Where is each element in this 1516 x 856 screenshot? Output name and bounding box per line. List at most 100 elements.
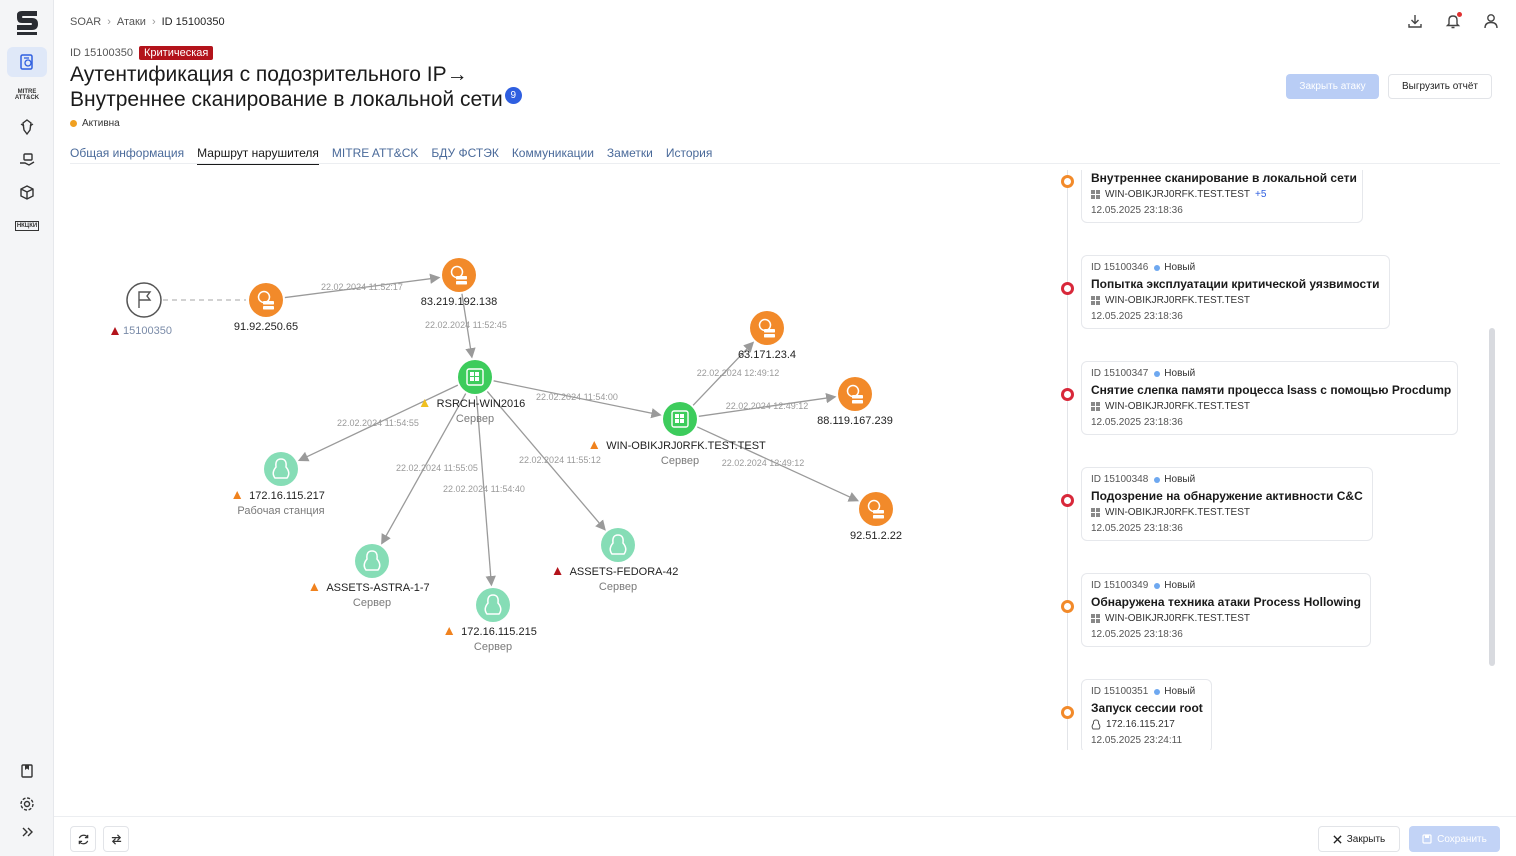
alert-date: 12.05.2025 23:18:36 — [1091, 629, 1183, 640]
alert-host-name: WIN-OBIKJRJ0RFK.TEST.TEST — [1105, 295, 1251, 306]
windows-icon-pane — [470, 372, 474, 376]
warning-icon — [420, 399, 429, 407]
graph-edge — [486, 391, 606, 531]
windows-icon — [466, 368, 484, 386]
sidebar-expand[interactable] — [7, 817, 47, 847]
windows-icon — [1091, 296, 1100, 305]
alert-card[interactable]: ID 15100349 Новый Обнаружена техника ата… — [1081, 573, 1371, 647]
tab-bdu[interactable]: БДУ ФСТЭК — [431, 146, 499, 160]
node-circle — [476, 588, 510, 622]
alert-title: Подозрение на обнаружение активности C&C — [1091, 489, 1363, 503]
edge-timestamp: 22.02.2024 11:54:40 — [443, 484, 525, 494]
timeline-scrollbar[interactable] — [1489, 328, 1495, 666]
sidebar-item-incidents[interactable] — [7, 47, 47, 77]
alert-status-text: Новый — [1164, 580, 1196, 591]
sidebar-item-assets[interactable] — [7, 145, 47, 175]
node-circle — [355, 544, 389, 578]
download-icon — [1408, 15, 1422, 28]
footer-bar: Закрыть Сохранить — [54, 816, 1516, 856]
alert-meta: ID 15100351 Новый — [1091, 686, 1202, 697]
alert-card[interactable]: ID 15100346 Новый Попытка эксплуатации к… — [1081, 255, 1390, 329]
alert-status-text: Новый — [1164, 474, 1196, 485]
status-dot — [1154, 688, 1161, 695]
download-button[interactable] — [1406, 12, 1424, 30]
node-type-label: Рабочая станция — [237, 505, 324, 517]
tab-communications[interactable]: Коммуникации — [511, 146, 594, 160]
tab-general[interactable]: Общая информация — [70, 146, 185, 160]
node-type-label: Сервер — [474, 641, 512, 653]
breadcrumb-soar[interactable]: SOAR — [70, 16, 102, 28]
node-type-label: Сервер — [661, 455, 699, 467]
notifications-button[interactable] — [1444, 12, 1462, 30]
alert-status: Новый — [1154, 580, 1195, 591]
breadcrumb-attacks[interactable]: Атаки — [116, 16, 146, 28]
more-hosts-link[interactable]: +5 — [1255, 189, 1267, 200]
node-circle — [859, 492, 893, 526]
sidebar-item-nkcki[interactable]: НКЦКИ — [7, 211, 47, 241]
swap-button[interactable] — [103, 826, 129, 852]
sidebar-item-docs[interactable] — [7, 756, 47, 786]
node-type-label: Сервер — [599, 581, 637, 593]
close-attack-button[interactable]: Закрыть атаку — [1286, 74, 1379, 99]
graph-node-external[interactable]: 83.219.192.138 — [421, 258, 497, 308]
graph-edge — [381, 393, 467, 545]
start-node-label: 15100350 — [123, 325, 172, 337]
node-label: ASSETS-ASTRA-1-7 — [326, 582, 429, 594]
status-text: Активна — [82, 118, 120, 129]
alert-card[interactable]: Внутреннее сканирование в локальной сети… — [1081, 170, 1363, 223]
alert-host-name: WIN-OBIKJRJ0RFK.TEST.TEST — [1105, 507, 1251, 518]
tab-notes[interactable]: Заметки — [606, 146, 653, 160]
graph-node-external[interactable]: 92.51.2.22 — [850, 492, 902, 542]
export-report-button[interactable]: Выгрузить отчёт — [1388, 74, 1492, 99]
severity-badge: Критическая — [139, 46, 214, 60]
tab-history[interactable]: История — [665, 146, 713, 160]
close-button[interactable]: Закрыть — [1318, 826, 1400, 852]
timeline-dot — [1061, 706, 1074, 719]
node-label: 91.92.250.65 — [234, 321, 298, 333]
sidebar-item-packages[interactable] — [7, 178, 47, 208]
alert-card[interactable]: ID 15100348 Новый Подозрение на обнаруже… — [1081, 467, 1373, 541]
save-button[interactable]: Сохранить — [1409, 826, 1500, 852]
alert-id: ID 15100347 — [1091, 368, 1149, 379]
windows-icon-pane — [475, 372, 479, 376]
alert-title: Попытка эксплуатации критической уязвимо… — [1091, 277, 1380, 291]
graph-node-external[interactable]: 88.119.167.239 — [817, 377, 893, 427]
server-icon — [852, 400, 863, 404]
emblem-icon — [20, 119, 34, 136]
alert-host: WIN-OBIKJRJ0RFK.TEST.TEST — [1091, 295, 1380, 306]
alert-id: ID 15100351 — [1091, 686, 1149, 697]
graph-node-external[interactable]: 91.92.250.65 — [234, 283, 298, 333]
profile-button[interactable] — [1482, 12, 1500, 30]
server-icon — [456, 281, 467, 285]
refresh-icon — [78, 834, 88, 844]
attack-start-node[interactable]: 15100350 — [111, 282, 172, 337]
sidebar-item-fstec[interactable] — [7, 112, 47, 142]
edge-timestamp: 22.02.2024 11:54:00 — [536, 392, 618, 402]
alert-id: ID 15100346 — [1091, 262, 1149, 273]
soar-logo[interactable] — [13, 9, 41, 37]
alert-card[interactable]: ID 15100347 Новый Снятие слепка памяти п… — [1081, 361, 1458, 435]
warning-icon — [445, 627, 454, 635]
graph-node-external[interactable]: 63.171.23.4 — [738, 311, 796, 361]
windows-icon — [1091, 402, 1100, 411]
tab-mitre[interactable]: MITRE ATT&CK — [331, 146, 419, 160]
windows-icon-pane — [680, 414, 684, 418]
edge-timestamp: 22.02.2024 12:49:12 — [697, 368, 780, 378]
tab-route[interactable]: Маршрут нарушителя — [197, 146, 319, 165]
sidebar-item-settings[interactable] — [7, 789, 47, 819]
chevrons-right-icon — [22, 827, 33, 837]
alert-date: 12.05.2025 23:18:36 — [1091, 417, 1183, 428]
alert-card[interactable]: ID 15100351 Новый Запуск сессии root 172… — [1081, 679, 1212, 750]
refresh-button[interactable] — [70, 826, 96, 852]
status-dot — [1154, 370, 1161, 377]
page-title: Аутентификация с подозрительного IP→ Вну… — [70, 62, 590, 112]
